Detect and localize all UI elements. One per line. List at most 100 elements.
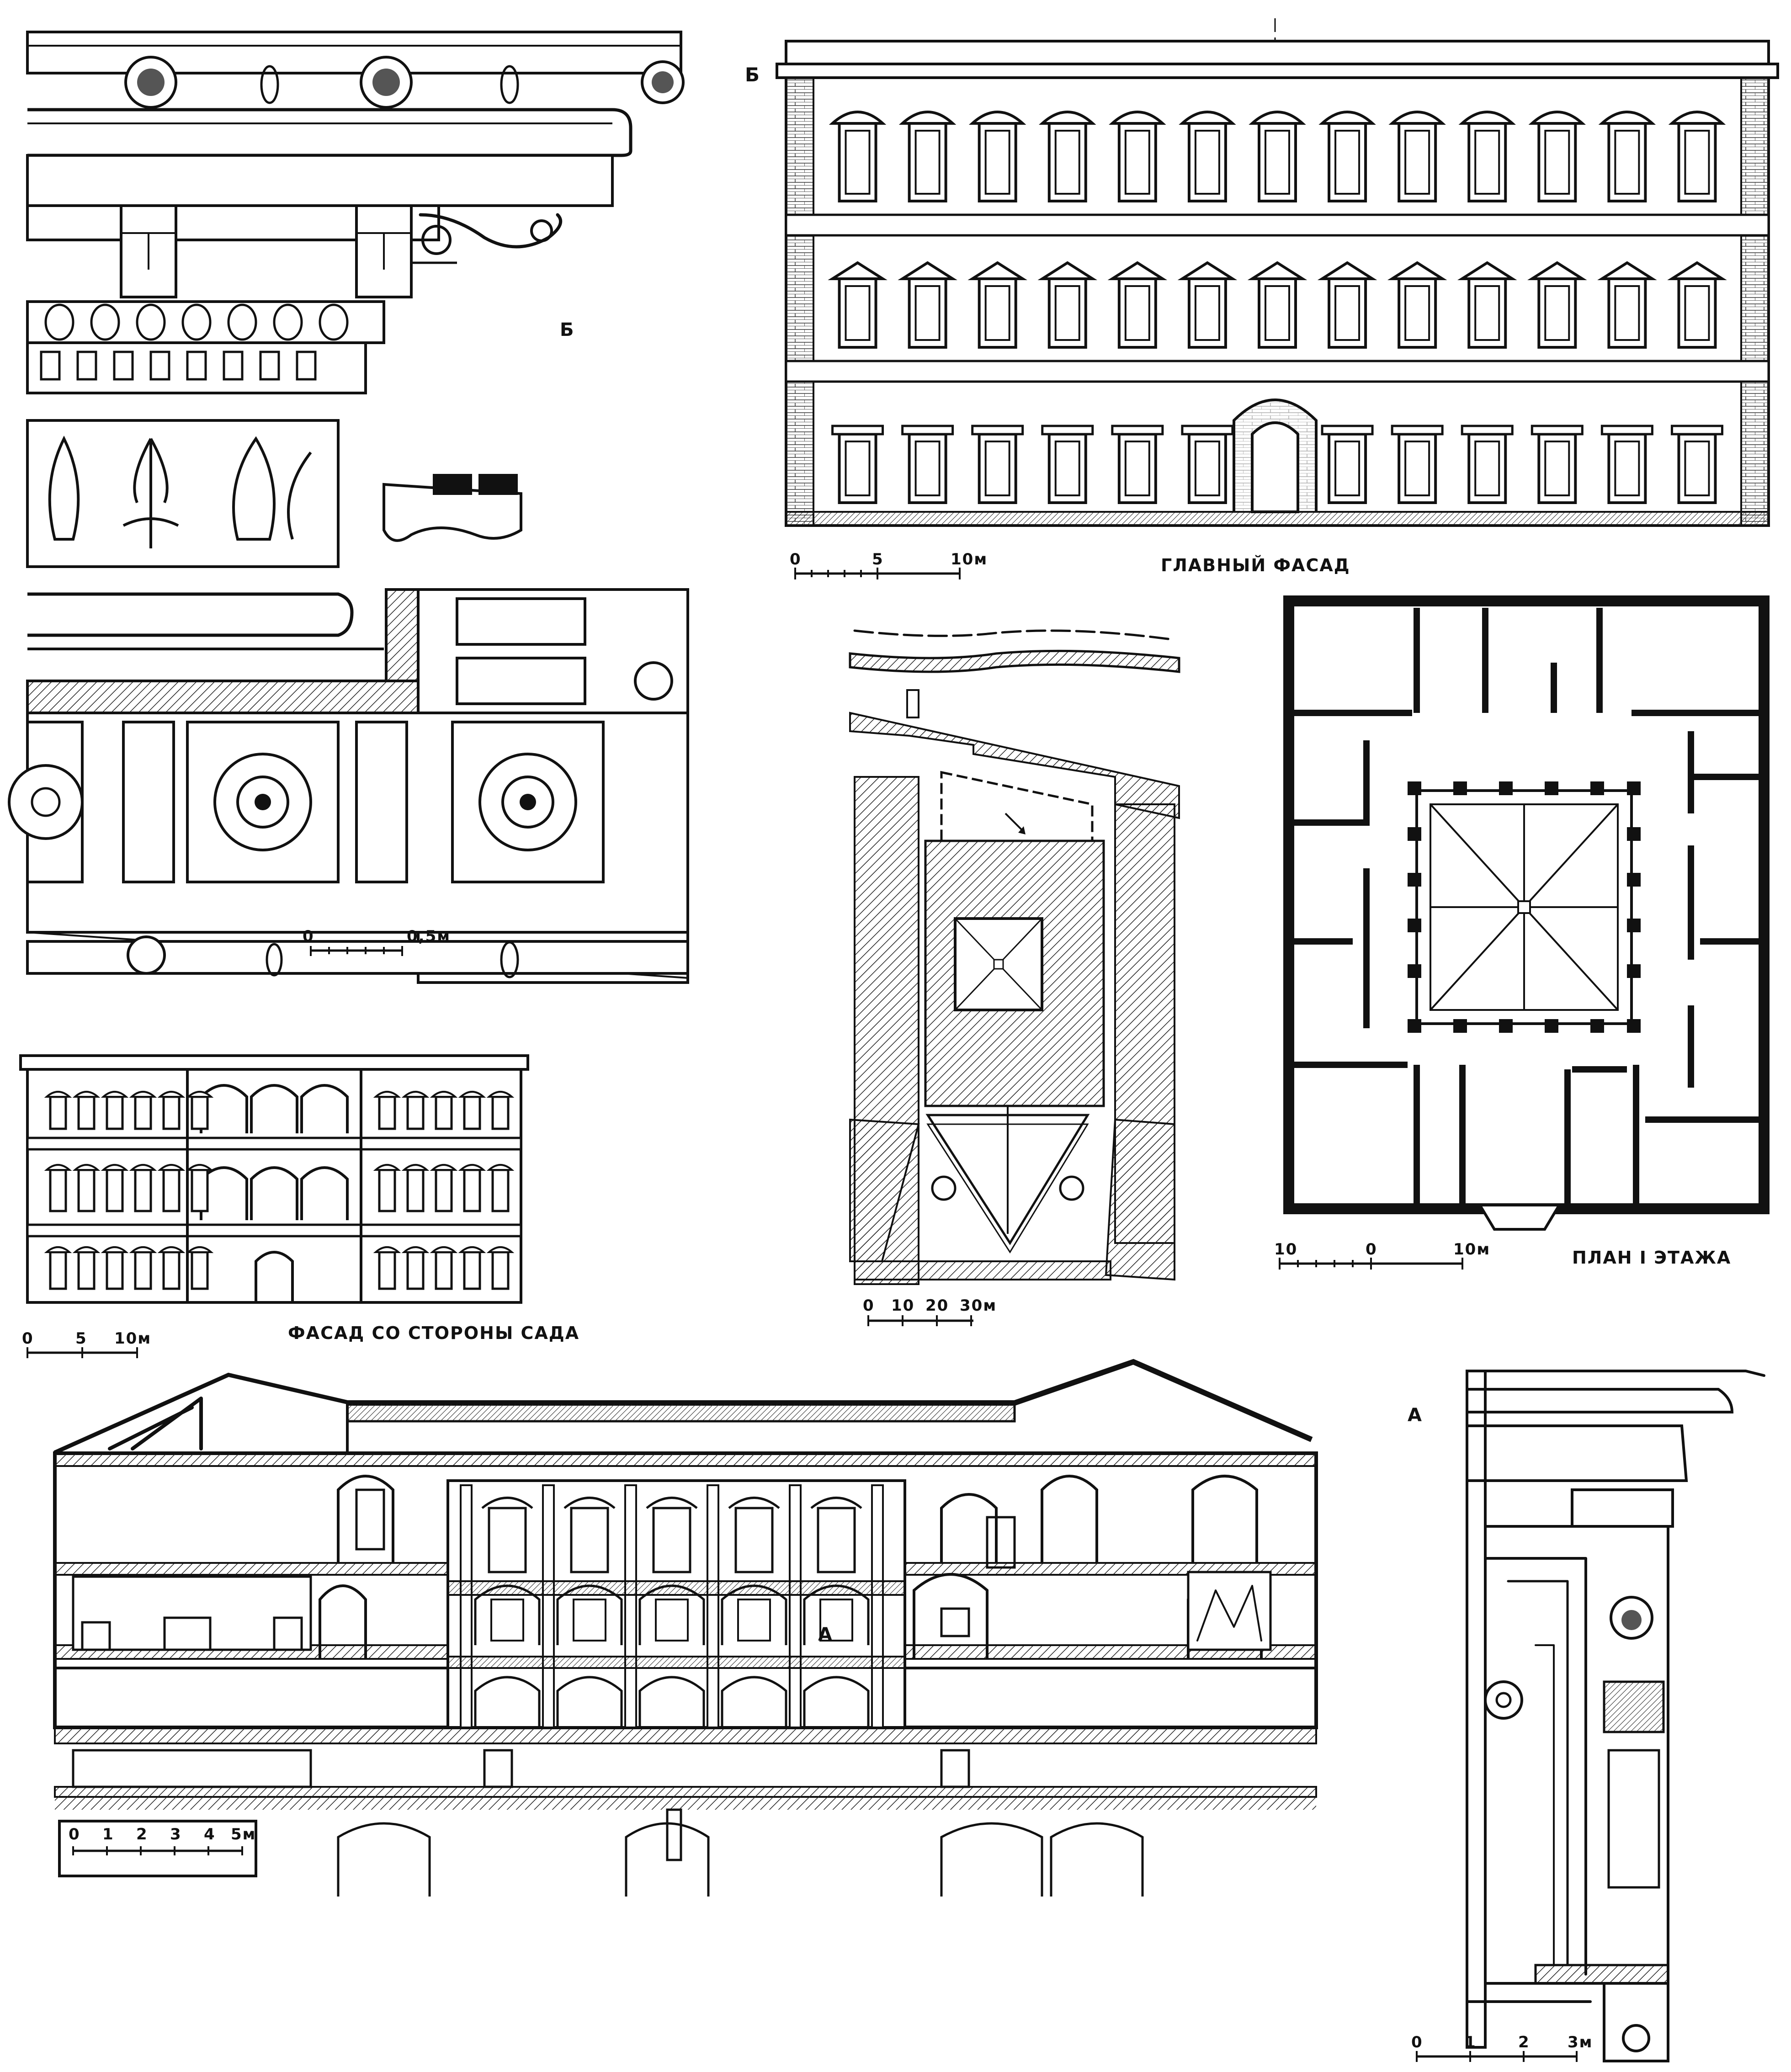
window — [1528, 111, 1586, 202]
window — [1597, 261, 1657, 349]
window — [1179, 111, 1236, 202]
column — [624, 1484, 637, 1728]
window — [817, 1507, 856, 1573]
garden-facade-scale: 0 5 10м — [22, 1329, 151, 1358]
quoin-right — [1740, 77, 1770, 526]
lion-mask-row — [124, 56, 685, 109]
scale-end-label: 0,5м — [407, 927, 451, 946]
column — [460, 1484, 473, 1728]
scale-tick-label: 1 — [1465, 2033, 1477, 2051]
drop-ornaments — [260, 65, 519, 104]
window — [1037, 261, 1098, 349]
window — [44, 1246, 72, 1290]
window — [401, 1246, 430, 1290]
garden-facade-caption: ФАСАД СО СТОРОНЫ САДА — [288, 1323, 579, 1343]
dentil-band — [1571, 1488, 1674, 1528]
facade-cornice — [785, 40, 1770, 65]
lion-mask-icon — [634, 661, 673, 701]
window — [72, 1164, 101, 1212]
window — [1177, 261, 1238, 349]
window — [1249, 111, 1306, 202]
scale-tick-label: 0 — [790, 550, 802, 568]
scale-tick-label: 20 — [925, 1296, 949, 1315]
window — [101, 1246, 129, 1290]
scale-tick-label: 0 — [69, 1825, 80, 1844]
plan-courtyard — [1415, 789, 1633, 1025]
window — [486, 1091, 515, 1130]
scale-end-label: 3м — [1568, 2033, 1593, 2051]
column — [871, 1484, 884, 1728]
scale-tick-label: 10 — [891, 1296, 914, 1315]
scale-end-label: 10м — [1453, 1240, 1490, 1259]
window — [1527, 261, 1587, 349]
window — [430, 1246, 458, 1290]
fountain-icon — [931, 1175, 957, 1201]
window — [488, 1507, 527, 1573]
window — [458, 1164, 486, 1212]
window — [1600, 425, 1653, 504]
window — [1391, 425, 1444, 504]
window — [968, 111, 1026, 202]
arch — [638, 1676, 705, 1727]
scale-tick-label: 0 — [1411, 2033, 1423, 2051]
window — [44, 1164, 72, 1212]
scale-end-label: 5м — [231, 1825, 256, 1844]
scale-tick-label: 4 — [204, 1825, 216, 1844]
rosette-row — [8, 753, 577, 851]
fountain-icon — [1059, 1175, 1084, 1201]
window — [901, 425, 954, 504]
window — [486, 1164, 515, 1212]
plan-interior-walls — [1293, 608, 1759, 1206]
modillion-blocks — [120, 204, 413, 298]
site-scale: 0 10 20 30м — [863, 1296, 996, 1326]
window — [373, 1246, 401, 1290]
volute-icon — [1484, 1680, 1523, 1720]
section-letter-b: Б — [745, 64, 760, 86]
scale-tick-label: 2 — [1518, 2033, 1530, 2051]
main-facade-caption: ГЛАВНЫЙ ФАСАД — [1161, 555, 1350, 575]
window — [1109, 111, 1166, 202]
string-course-upper — [785, 213, 1770, 237]
plan-entrance — [1479, 1206, 1560, 1231]
window — [486, 1246, 515, 1290]
fleur-de-lis-icon — [122, 438, 179, 548]
window — [1457, 261, 1517, 349]
window — [1461, 425, 1514, 504]
main-facade-scale: 0 5 10м — [790, 550, 987, 579]
window — [1598, 111, 1656, 202]
window — [129, 1091, 157, 1130]
section-letter-b: Б — [560, 319, 575, 340]
window — [1039, 111, 1096, 202]
site-plan: 0 10 20 30м — [849, 629, 1180, 1326]
window — [1107, 261, 1168, 349]
scale-tick-label: 0 — [1366, 1240, 1377, 1259]
window — [734, 1507, 774, 1573]
window — [101, 1164, 129, 1212]
fresco-panel — [1187, 1571, 1272, 1651]
window — [1458, 111, 1516, 202]
window — [1670, 425, 1723, 504]
window — [430, 1164, 458, 1212]
window — [430, 1091, 458, 1130]
arch — [803, 1676, 870, 1727]
window — [101, 1091, 129, 1130]
rosette-icon — [8, 764, 84, 840]
window — [157, 1246, 186, 1290]
main-facade-windows — [828, 111, 1727, 504]
window — [1668, 111, 1726, 202]
plan-scale: 10 0 10м — [1274, 1240, 1490, 1270]
window — [373, 1091, 401, 1130]
window — [1247, 261, 1307, 349]
scale-tick-label: 0 — [863, 1296, 875, 1315]
longitudinal-section: А 0 1 2 3 4 5м А — [53, 1359, 1422, 1897]
scale-tick-label: 5 — [75, 1329, 87, 1348]
window — [373, 1164, 401, 1212]
window — [1531, 425, 1584, 504]
window — [186, 1246, 214, 1290]
string-course-lower — [785, 360, 1770, 383]
window — [1181, 425, 1234, 504]
cornice-detail: 0 0,5м Б — [8, 31, 689, 984]
courtyard-elevation — [446, 1479, 906, 1729]
scale-end-label: 10м — [114, 1329, 151, 1348]
scale-tick-label: 2 — [136, 1825, 148, 1844]
